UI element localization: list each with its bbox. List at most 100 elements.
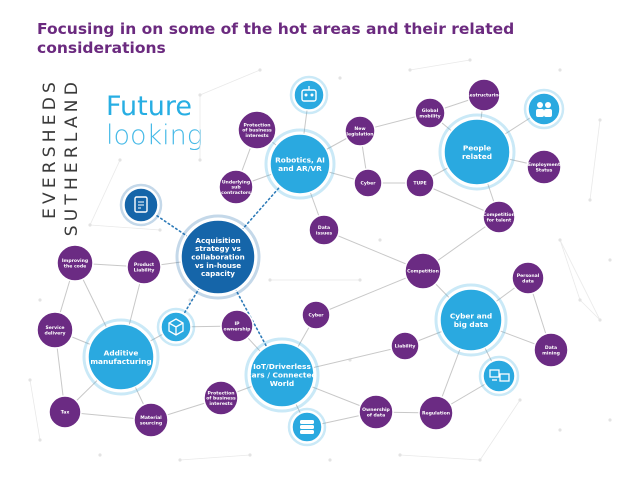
background-dot — [518, 398, 522, 402]
node-label: Data — [318, 225, 330, 231]
node-label: contractors — [221, 190, 251, 196]
node-label: Regulation — [422, 411, 450, 417]
node-halo — [175, 214, 261, 300]
node-circle — [414, 97, 446, 129]
icon-circle — [293, 79, 325, 111]
node-label: Liability — [134, 267, 155, 273]
background-dot — [558, 428, 562, 432]
background-dot — [598, 118, 602, 122]
person-head — [545, 102, 551, 108]
node-halo — [82, 318, 160, 396]
node-label: Liability — [395, 344, 416, 350]
node-halo — [434, 283, 508, 357]
background-line — [29, 379, 41, 441]
node-label: Tax — [61, 410, 70, 416]
node-halo — [264, 128, 336, 200]
background-dot — [188, 298, 192, 302]
background-dot — [118, 158, 122, 162]
server-unit — [300, 420, 314, 424]
node-circle — [269, 133, 331, 195]
node-label: strategy vs — [195, 244, 241, 253]
node-label: issues — [316, 230, 332, 236]
node-label: mobility — [419, 113, 440, 119]
node-label: of data — [367, 412, 385, 418]
node-label: interests — [209, 401, 232, 407]
background-dot — [28, 378, 32, 382]
icon-circle — [527, 92, 561, 126]
node-label: Cyber — [360, 181, 376, 187]
background-dot — [258, 68, 262, 72]
background-dot — [608, 258, 612, 262]
node-label: Data — [545, 345, 557, 351]
node-circle — [533, 332, 569, 368]
node-label: Ownership — [362, 407, 390, 413]
node-label: mining — [542, 350, 560, 356]
person-body — [544, 109, 552, 117]
node-circle — [358, 394, 394, 430]
node-label: Material — [140, 415, 162, 421]
node-circle — [180, 219, 256, 295]
background-dot — [248, 453, 252, 457]
node-label: data — [522, 278, 534, 284]
node-label: Global — [422, 108, 439, 114]
background-dot — [598, 318, 602, 322]
node-label: of business — [206, 396, 236, 402]
background-line — [399, 454, 481, 461]
background-line — [559, 239, 601, 321]
icon-halo — [289, 75, 329, 115]
node-circle — [418, 395, 454, 431]
node-label: capacity — [201, 269, 235, 278]
node-label: Personal — [517, 273, 540, 279]
page-title: Focusing in on some of the hot areas and… — [37, 20, 515, 57]
node-label: Competition — [407, 269, 439, 275]
node-label: for talent — [487, 217, 512, 223]
node-cyber-top: Cyber — [353, 168, 383, 198]
node-circle — [443, 118, 511, 186]
node-label: IoT/Driverless — [253, 362, 311, 371]
node-circle — [390, 331, 420, 361]
node-label: sourcing — [140, 420, 162, 426]
node-label: Additive — [104, 348, 139, 357]
node-cyber-mid: Cyber — [301, 300, 331, 330]
people-icon — [523, 88, 565, 130]
background-line — [579, 299, 601, 321]
background-dot — [478, 458, 482, 462]
node-circle — [404, 252, 442, 290]
node-label: Product — [134, 262, 155, 268]
background-line — [409, 59, 471, 71]
background-dot — [88, 223, 92, 227]
server-unit — [300, 430, 314, 434]
node-circle — [203, 380, 239, 416]
icon-halo — [119, 183, 163, 227]
icon-halo — [156, 307, 196, 347]
background-dot — [608, 418, 612, 422]
node-circle — [48, 395, 82, 429]
node-label: sub — [231, 185, 241, 191]
background-dot — [558, 238, 562, 242]
person-head — [537, 102, 543, 108]
node-tax: Tax — [48, 395, 82, 429]
node-label: Competition — [483, 212, 515, 218]
node-circle — [405, 168, 435, 198]
node-circle — [133, 402, 169, 438]
background-dot — [468, 58, 472, 62]
node-label: Underlying — [222, 179, 250, 185]
future-looking-heading: Future looking — [106, 92, 203, 150]
background-dot — [408, 68, 412, 72]
document-sheet — [134, 196, 148, 213]
monitor — [499, 373, 510, 382]
background-dot — [38, 298, 42, 302]
node-label: Status — [536, 167, 553, 173]
node-circle — [36, 311, 74, 349]
node-label: Acquisition — [195, 236, 240, 245]
node-label: Restructuring — [466, 93, 502, 99]
